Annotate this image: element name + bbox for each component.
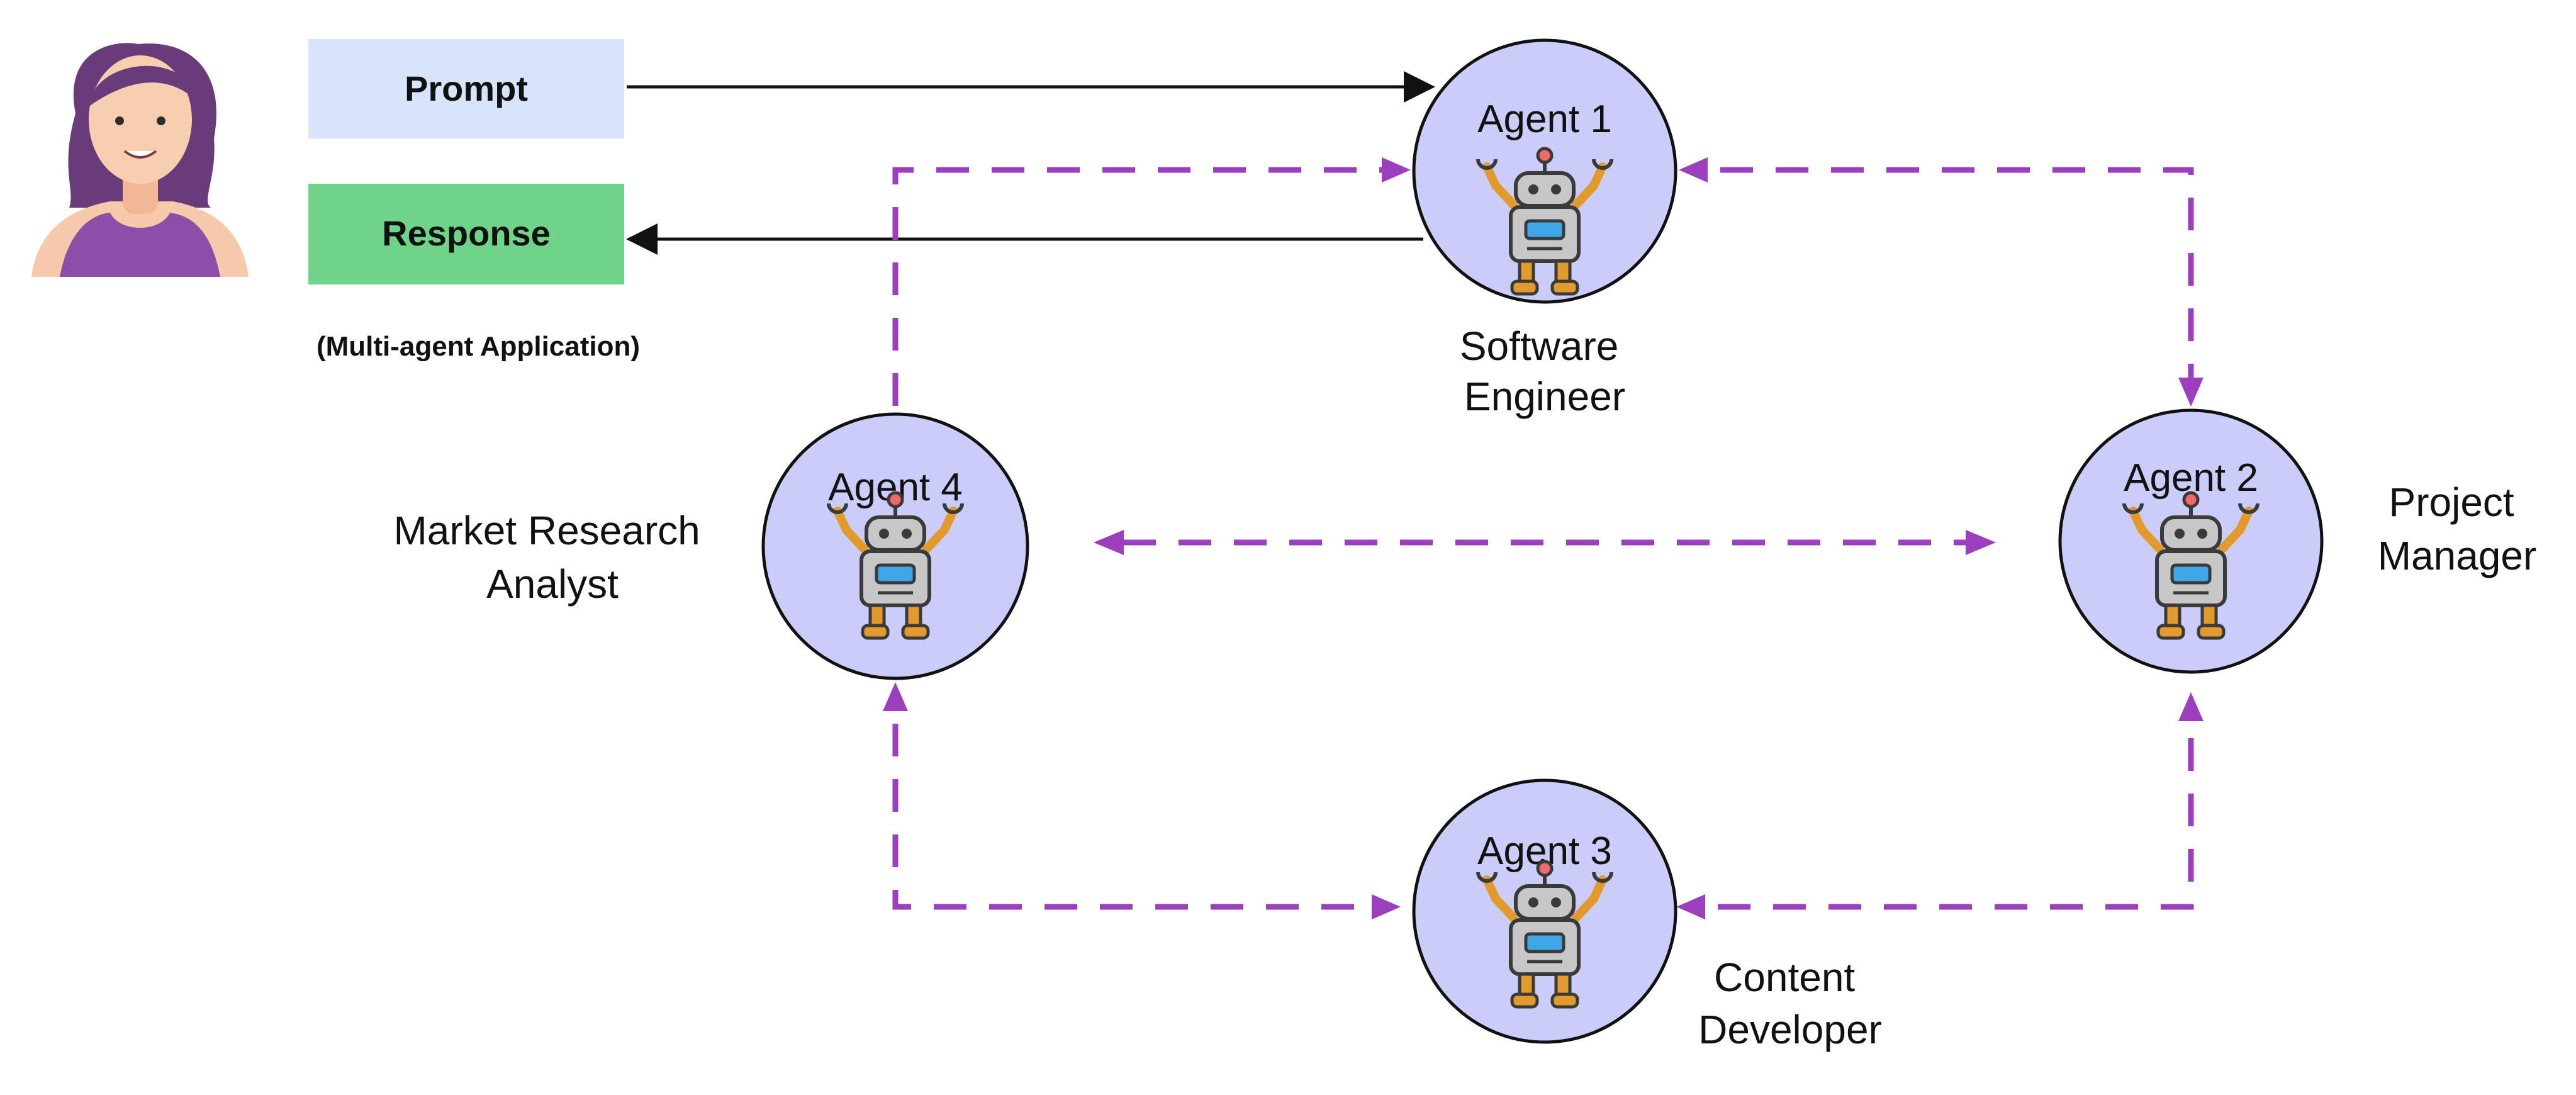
user-avatar-icon	[31, 43, 249, 277]
connector-agent3-agent2	[1718, 708, 2194, 910]
agent-2-role: Project Manager	[2378, 480, 2537, 578]
arrowhead-agent3-right	[1676, 894, 1705, 919]
arrowhead-agent2-left	[1966, 530, 1996, 555]
connector-agent4-agent1	[892, 167, 1382, 406]
agent-4-node: Agent 4	[761, 412, 1029, 680]
agent-4-role: Market Research Analyst	[393, 508, 711, 607]
agent-1-role: Software Engineer	[1460, 323, 1630, 419]
arrowhead-agent2-bottom	[2178, 692, 2204, 721]
agent-1-role-line-1: Software	[1460, 323, 1619, 369]
agent-1-node: Agent 1	[1412, 38, 1677, 304]
prompt-label: Prompt	[405, 69, 528, 108]
application-caption: (Multi-agent Application)	[316, 331, 640, 362]
arrowhead-agent4-right	[1094, 530, 1124, 555]
agent-1-name: Agent 1	[1477, 98, 1612, 141]
response-box: Response	[308, 184, 624, 284]
agent-3-node: Agent 3	[1412, 778, 1677, 1044]
connector-agent1-agent2	[1720, 167, 2194, 384]
arrowhead-agent4-bottom	[883, 682, 908, 711]
agent-1-role-line-2: Engineer	[1464, 374, 1625, 419]
connector-agent4-agent3	[892, 724, 1372, 910]
agent-2-role-line-2: Manager	[2378, 533, 2537, 578]
agent-4-role-line-1: Market Research	[393, 508, 700, 553]
arrowhead-agent3-left	[1372, 894, 1401, 919]
agent-2-node: Agent 2	[2058, 408, 2324, 674]
arrowhead-agent1-left	[1382, 157, 1411, 182]
prompt-box: Prompt	[308, 39, 624, 138]
agent-3-role-line-2: Developer	[1698, 1007, 1882, 1052]
response-label: Response	[382, 213, 551, 253]
agent-2-role-line-1: Project	[2389, 480, 2514, 525]
arrowhead-agent2-top	[2178, 378, 2204, 407]
agent-3-role-line-1: Content	[1714, 955, 1855, 1000]
agent-4-role-line-2: Analyst	[486, 561, 619, 607]
agent-3-role: Content Developer	[1698, 955, 1882, 1052]
arrowhead-agent1-right	[1679, 157, 1708, 182]
